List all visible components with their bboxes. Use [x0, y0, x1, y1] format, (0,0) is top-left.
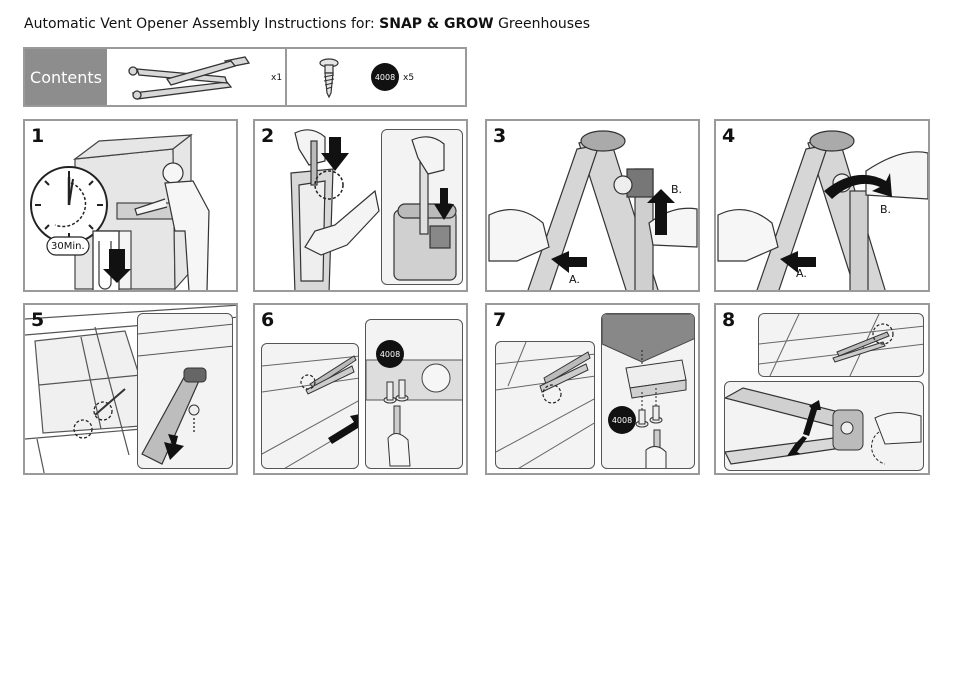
- title-brand: SNAP & GROW: [379, 16, 494, 32]
- step-7-left-inset: [495, 341, 595, 469]
- step-6-right-inset: 4008: [365, 319, 463, 469]
- step-7-screw-badge: 4008: [608, 406, 636, 434]
- step-7-left-illustration: [496, 342, 594, 468]
- screw-code-badge: 4008: [371, 63, 399, 91]
- step-1-panel: 1 30Min.: [23, 119, 238, 292]
- step-7-number: 7: [493, 309, 507, 331]
- title-suffix: Greenhouses: [493, 16, 590, 32]
- step-5-detail-illustration: [138, 323, 232, 465]
- step-8-bottom-illustration: [725, 387, 922, 465]
- step-4-panel: 4 A. B.: [714, 119, 930, 292]
- step-7-right-inset: 4008: [601, 313, 695, 469]
- step-5-panel: 5: [23, 303, 238, 475]
- step-2-detail-inset: [381, 129, 463, 285]
- step-2-illustration: [290, 129, 380, 290]
- screw-quantity: x5: [403, 73, 415, 83]
- step-5-detail-inset: [137, 313, 233, 469]
- page-title: Automatic Vent Opener Assembly Instructi…: [24, 16, 590, 32]
- step-6-number: 6: [261, 309, 275, 331]
- step-3-label-a: A.: [569, 273, 580, 286]
- step-8-bottom-inset: [724, 381, 924, 471]
- step-1-timer-label: 30Min.: [51, 241, 85, 252]
- step-6-left-inset: [261, 343, 359, 469]
- step-6-left-illustration: [262, 355, 358, 468]
- step-6-screw-badge: 4008: [376, 340, 404, 368]
- step-2-number: 2: [261, 125, 275, 147]
- step-4-label-b: B.: [880, 203, 892, 216]
- step-4-number: 4: [722, 125, 736, 147]
- vent-opener-icon: [128, 56, 251, 100]
- step-8-number: 8: [722, 309, 736, 331]
- step-6-panel: 4008 6: [253, 303, 468, 475]
- contents-opener-cell: x1: [107, 49, 287, 105]
- step-6-right-illustration: [366, 359, 462, 467]
- step-3-number: 3: [493, 125, 507, 147]
- step-1-number: 1: [31, 125, 45, 147]
- step-3-panel: 3 A. B.: [485, 119, 700, 292]
- step-4-label-a: A.: [796, 267, 807, 280]
- contents-label: Contents: [25, 49, 107, 105]
- step-8-panel: 8: [714, 303, 930, 475]
- contents-screw-cell: 4008 x5: [287, 49, 465, 105]
- step-7-right-illustration: [602, 314, 694, 468]
- step-3-illustration: [488, 130, 698, 290]
- step-8-top-illustration: [759, 314, 923, 376]
- step-2-panel: 2: [253, 119, 468, 292]
- step-3-label-b: B.: [671, 183, 683, 196]
- step-1-illustration: [30, 133, 210, 290]
- screw-icon: [319, 58, 339, 99]
- step-2-detail-illustration: [393, 136, 457, 281]
- step-5-number: 5: [31, 309, 45, 331]
- title-prefix: Automatic Vent Opener Assembly Instructi…: [24, 16, 380, 32]
- step-7-panel: 4008 7: [485, 303, 700, 475]
- step-8-top-inset: [758, 313, 924, 377]
- step-4-illustration: [717, 130, 928, 290]
- contents-box: Contents x1: [23, 47, 467, 107]
- opener-quantity: x1: [271, 73, 283, 83]
